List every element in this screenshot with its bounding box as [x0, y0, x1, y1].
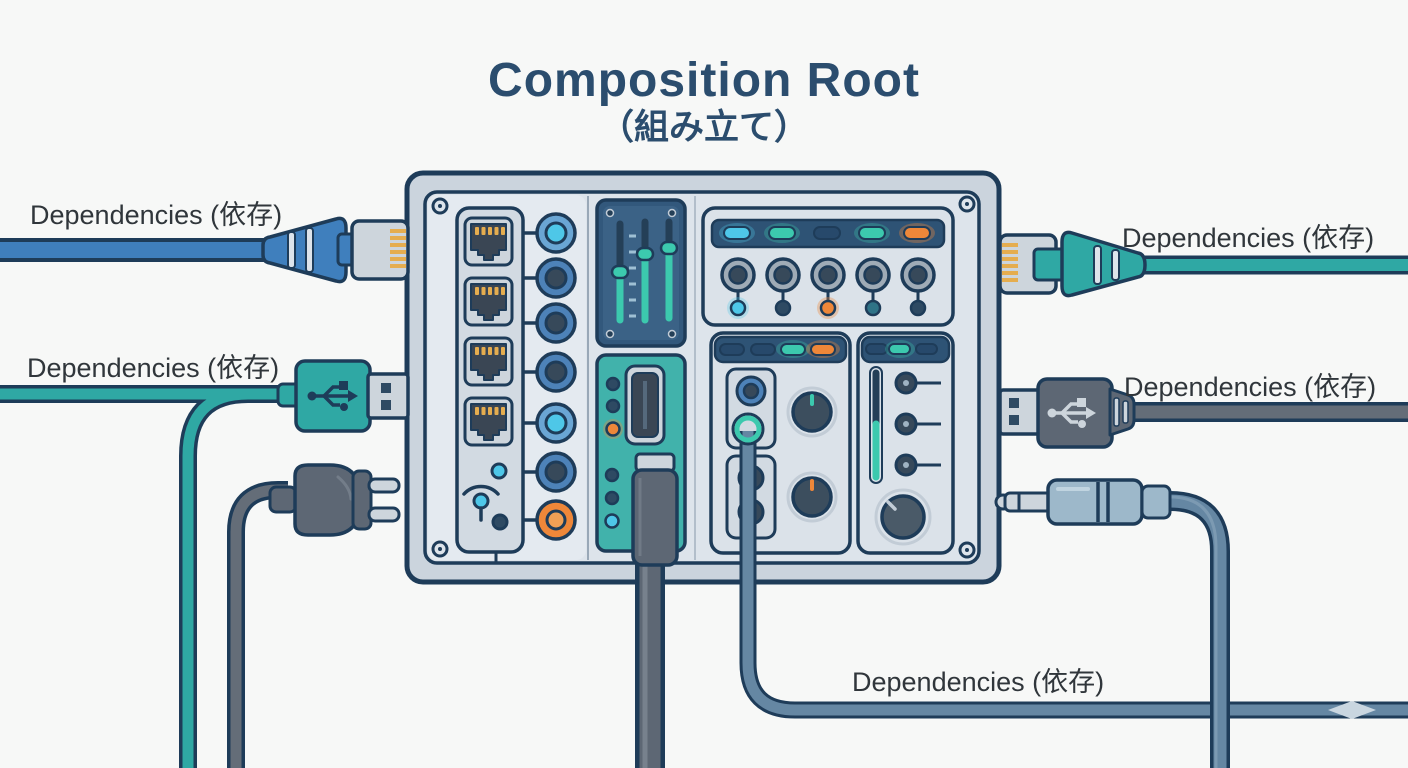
- ethernet-port: [463, 396, 514, 447]
- jack-cyan: [535, 402, 577, 444]
- jack-navy: [535, 257, 577, 299]
- navy-led: [605, 398, 621, 414]
- rj45-plug-teal: [998, 230, 1147, 298]
- knob[interactable]: [855, 257, 891, 317]
- corner-screw: [958, 541, 976, 559]
- composition-root-device: [404, 170, 1002, 585]
- label-dependencies-mid-right: Dependencies (依存): [1124, 372, 1377, 402]
- jack-navy: [535, 351, 577, 393]
- status-pill-teal: [780, 343, 806, 356]
- cable-shine: [1328, 701, 1376, 719]
- title-block: Composition Root （組み立て）: [0, 54, 1408, 147]
- jack-blue: [735, 375, 767, 407]
- rj45-pins: [1002, 243, 1018, 282]
- jack-orange: [535, 499, 577, 541]
- audio-cable-slate: [994, 478, 1230, 768]
- jack-cyan: [535, 212, 577, 254]
- slider[interactable]: [610, 220, 630, 324]
- usb-cable-teal: [0, 385, 300, 768]
- usb-plug-gray: [998, 377, 1136, 449]
- knob[interactable]: [810, 257, 846, 319]
- jack-column: [523, 212, 577, 541]
- big-knob[interactable]: [874, 488, 932, 546]
- status-pill-off: [813, 226, 841, 240]
- corner-screw: [431, 197, 449, 215]
- knob[interactable]: [786, 471, 838, 523]
- patch-cable-slate: [731, 412, 1408, 719]
- knob[interactable]: [786, 386, 838, 438]
- status-pill-off: [750, 343, 776, 356]
- wifi-icon: [462, 484, 500, 522]
- usb-icon: [1047, 398, 1096, 428]
- page-title: Composition Root: [488, 54, 920, 107]
- knob-bank-panel: [701, 206, 955, 327]
- cyan-led: [604, 513, 620, 529]
- usb-icon: [307, 381, 358, 411]
- status-pill-off: [915, 343, 938, 355]
- status-pill-teal: [858, 226, 886, 240]
- power-plug: [268, 463, 401, 537]
- corner-screw: [958, 195, 976, 213]
- status-pill-off: [719, 343, 745, 356]
- status-pill-teal: [888, 343, 911, 355]
- knob[interactable]: [900, 257, 936, 317]
- power-cable-gray: [227, 481, 288, 768]
- mini-jack: [894, 371, 941, 395]
- status-pill-orange: [810, 343, 836, 356]
- knob[interactable]: [765, 257, 801, 317]
- level-slider[interactable]: [869, 366, 883, 484]
- panel-screws: [605, 208, 677, 339]
- orange-led: [605, 421, 621, 437]
- status-pill-teal: [768, 226, 796, 240]
- navy-led: [605, 376, 621, 392]
- patch-panel: [709, 331, 852, 555]
- jack-navy: [535, 302, 577, 344]
- label-dependencies-top-right: Dependencies (依存): [1122, 223, 1375, 253]
- status-pill-cyan: [723, 226, 751, 240]
- navy-led: [604, 467, 620, 483]
- hdmi-cable-dark: [631, 452, 679, 768]
- patch-jack-ring: [731, 412, 765, 446]
- mixer-panel: [856, 331, 955, 555]
- hdmi-plug-body: [631, 468, 679, 567]
- audio-jack-plug: [994, 478, 1172, 526]
- ethernet-port: [463, 216, 514, 267]
- rj45-pins: [390, 229, 406, 268]
- ethernet-port: [463, 336, 514, 387]
- hdmi-port[interactable]: [624, 364, 666, 446]
- slider-bank-panel: [595, 198, 687, 348]
- mini-jack: [894, 412, 941, 436]
- plug-prong: [367, 477, 401, 494]
- rj45-plug-blue: [261, 216, 410, 284]
- navy-led: [604, 490, 620, 506]
- usb-plug-teal: [276, 359, 410, 433]
- jack-navy: [535, 451, 577, 493]
- ethernet-port-panel: [455, 206, 525, 562]
- slider[interactable]: [659, 218, 679, 322]
- ethernet-port: [463, 276, 514, 327]
- label-dependencies-mid-left: Dependencies (依存): [27, 353, 280, 383]
- corner-screw: [431, 540, 449, 558]
- plug-prong: [367, 506, 401, 523]
- mini-jack: [894, 453, 941, 477]
- status-pill-off: [865, 343, 888, 355]
- cyan-led: [490, 462, 508, 480]
- page-subtitle: （組み立て）: [598, 107, 809, 147]
- status-pill-orange: [903, 226, 931, 240]
- label-dependencies-top-left: Dependencies (依存): [30, 200, 283, 230]
- knob[interactable]: [720, 257, 756, 319]
- slider[interactable]: [635, 218, 655, 324]
- label-dependencies-bottom: Dependencies (依存): [852, 667, 1105, 697]
- navy-led: [491, 513, 509, 531]
